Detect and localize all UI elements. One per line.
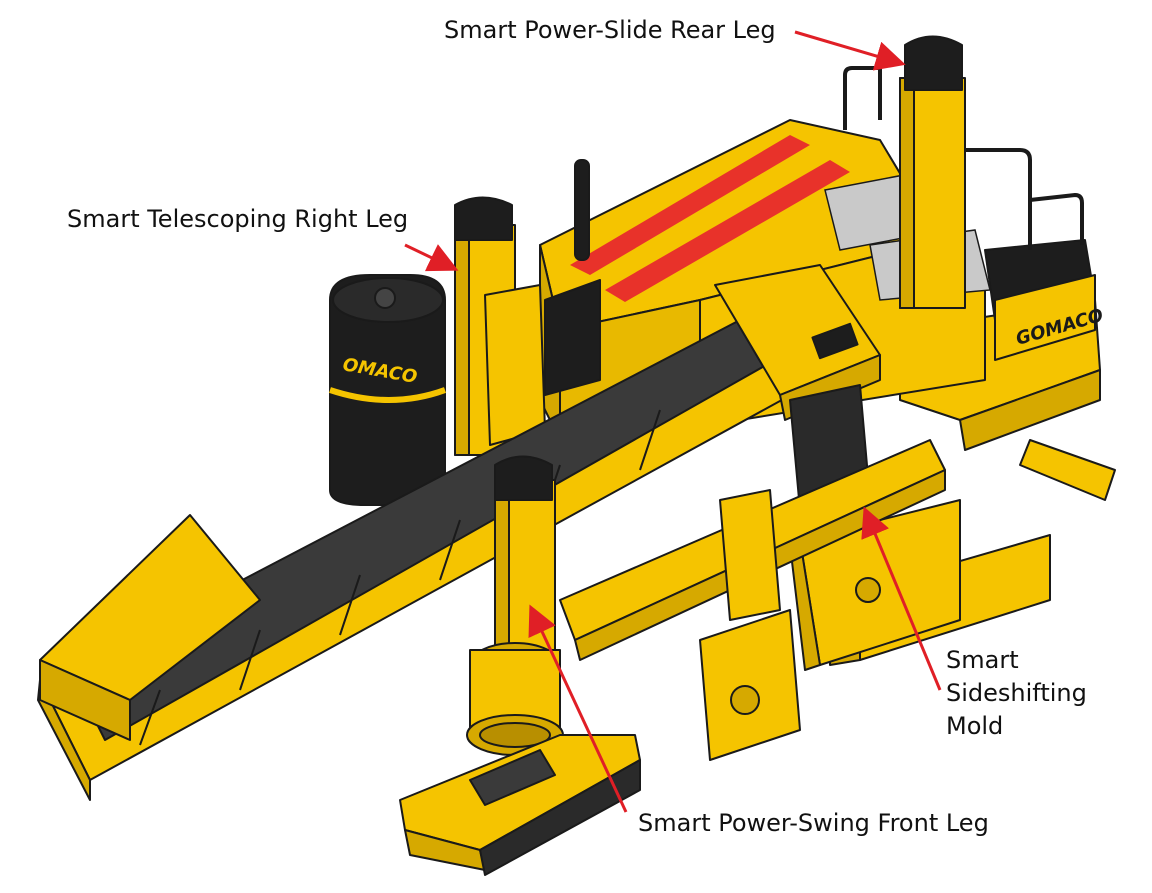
label-mold-line-2: Sideshifting — [946, 679, 1087, 707]
front-track — [399, 734, 641, 876]
mold-side-plate — [699, 609, 801, 761]
label-right-leg: Smart Telescoping Right Leg — [67, 205, 409, 233]
arrow-front-leg — [528, 604, 628, 813]
label-sideshifting-mold: Smart Sideshifting Mold — [946, 644, 1136, 743]
handrails — [843, 66, 1084, 250]
label-front-leg: Smart Power-Swing Front Leg — [638, 809, 989, 837]
rear-leg — [899, 35, 966, 309]
callout-arrows — [404, 30, 942, 813]
brand-panel — [984, 239, 1096, 361]
label-mold-line-3: Mold — [946, 712, 1004, 740]
sideshifting-mold — [789, 499, 961, 671]
water-tank — [329, 274, 447, 506]
arrow-sideshifting-mold — [861, 506, 942, 691]
arrow-rear-leg — [794, 30, 906, 71]
label-mold-line-1: Smart — [946, 646, 1019, 674]
center-beam — [559, 439, 946, 661]
label-rear-leg: Smart Power-Slide Rear Leg — [444, 16, 776, 44]
conveyor — [37, 319, 801, 801]
arrow-right-leg — [404, 243, 459, 272]
right-leg — [454, 196, 546, 456]
